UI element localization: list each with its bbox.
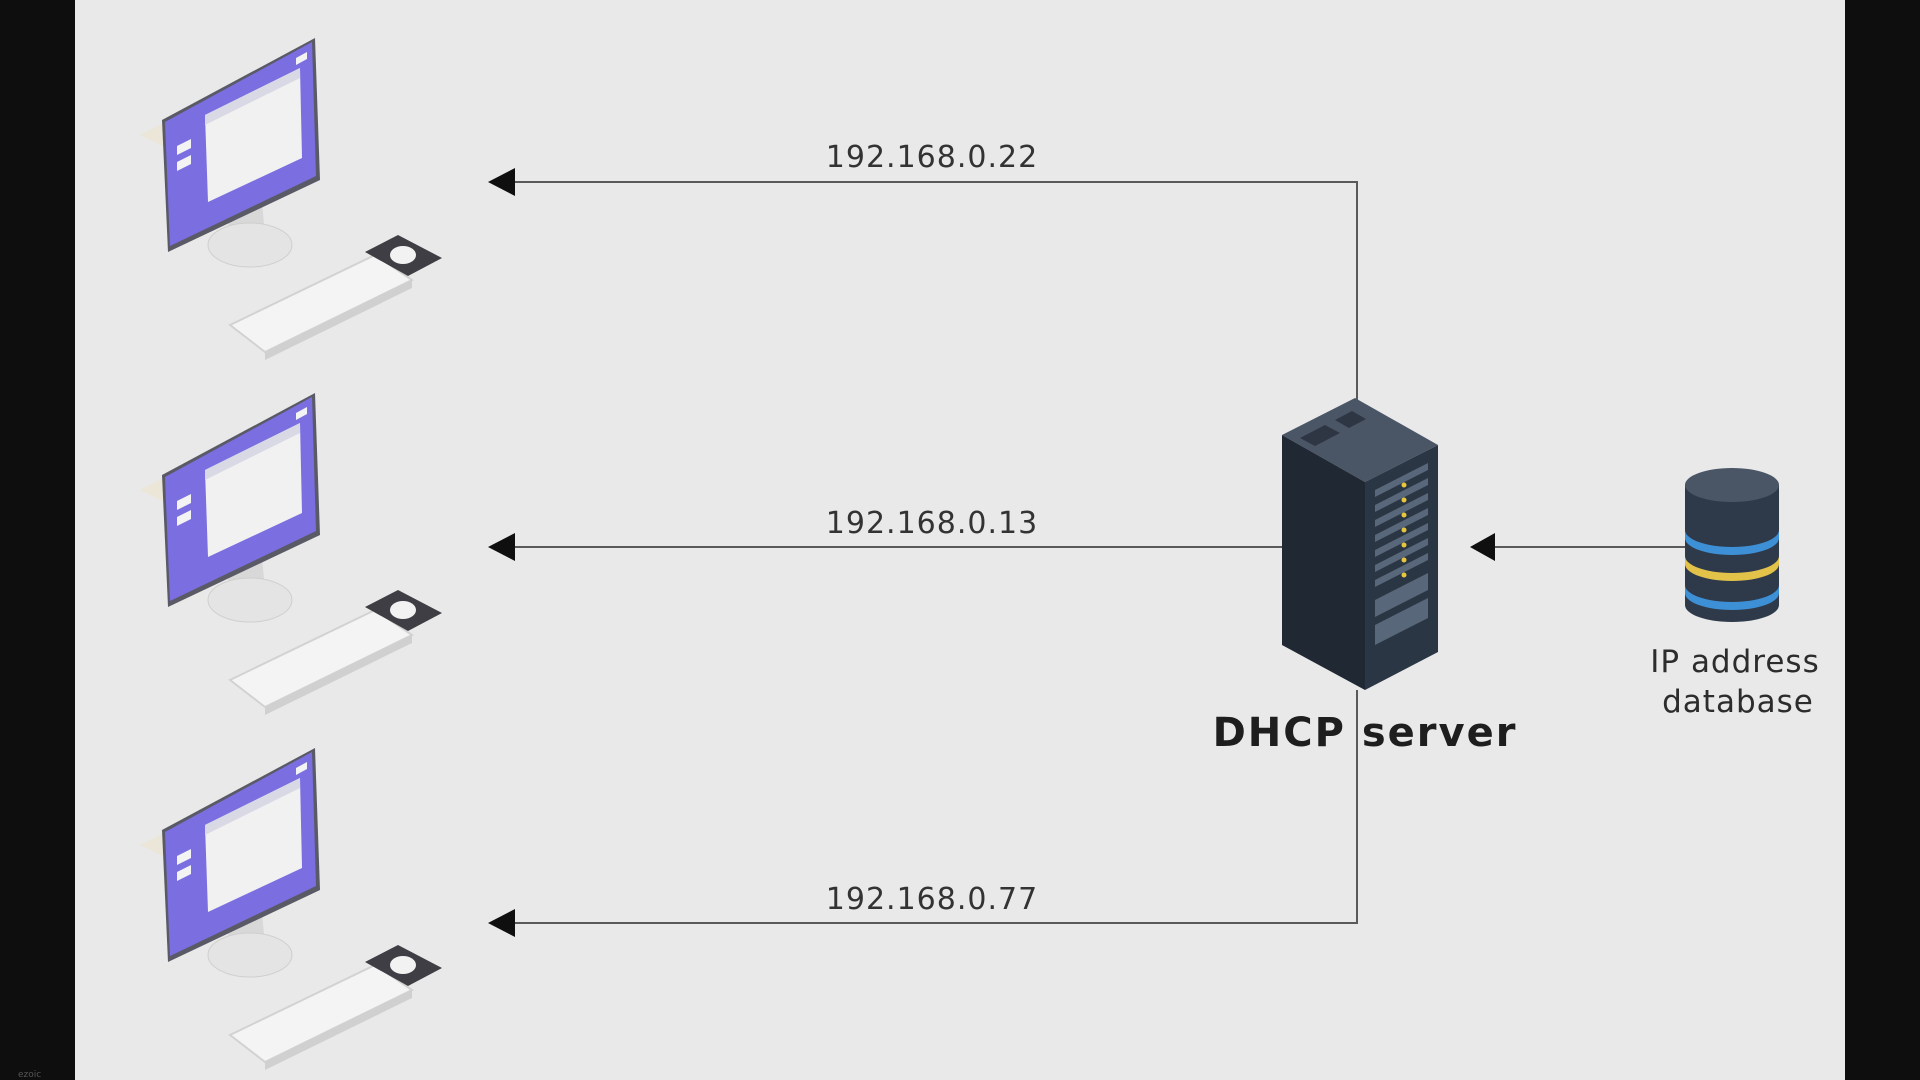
ip-label-client-3: 192.168.0.77 (826, 882, 1038, 917)
arrowhead-middle (488, 533, 515, 561)
diagram-canvas (75, 0, 1845, 1080)
connector-top (510, 181, 1358, 405)
client-computer-1-icon (139, 37, 443, 361)
server-rack-icon (1282, 398, 1438, 690)
watermark: ezoic (18, 1070, 41, 1080)
arrowhead-bottom (488, 909, 515, 937)
arrowhead-database (1470, 533, 1495, 561)
database-label-line-2: database (1662, 684, 1814, 720)
database-label-line-1: IP address (1650, 644, 1819, 680)
connector-lines (510, 181, 1685, 924)
server-label: DHCP server (1213, 710, 1518, 756)
client-computer-3-icon (139, 747, 443, 1071)
ip-label-client-2: 192.168.0.13 (826, 506, 1038, 541)
connector-bottom (510, 690, 1358, 924)
ip-label-client-1: 192.168.0.22 (826, 140, 1038, 175)
database-icon (1685, 468, 1779, 622)
arrowhead-top (488, 168, 515, 196)
client-computer-2-icon (139, 392, 443, 716)
